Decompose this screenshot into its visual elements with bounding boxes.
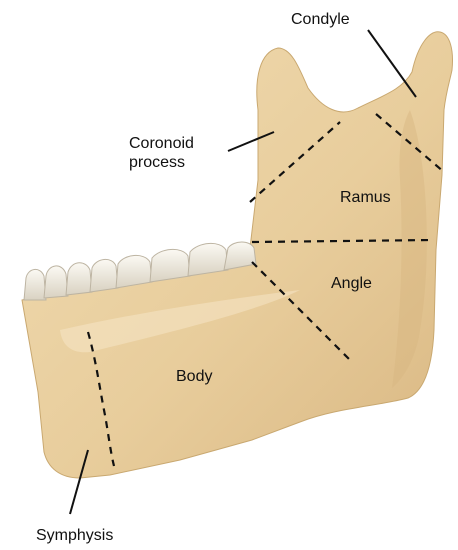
label-ramus: Ramus: [340, 189, 391, 206]
tooth: [188, 243, 228, 276]
tooth: [116, 255, 152, 288]
tooth: [90, 259, 118, 292]
tooth: [150, 249, 190, 282]
label-body: Body: [176, 368, 212, 385]
label-condyle: Condyle: [291, 11, 350, 28]
label-coronoid-line2: process: [129, 154, 185, 171]
label-coronoid-line1: Coronoid: [129, 135, 194, 152]
tooth: [24, 269, 46, 300]
label-angle: Angle: [331, 275, 372, 292]
tooth: [44, 266, 68, 298]
tooth: [66, 263, 92, 295]
label-symphysis: Symphysis: [36, 527, 113, 544]
condyle-leader-line: [368, 30, 416, 97]
